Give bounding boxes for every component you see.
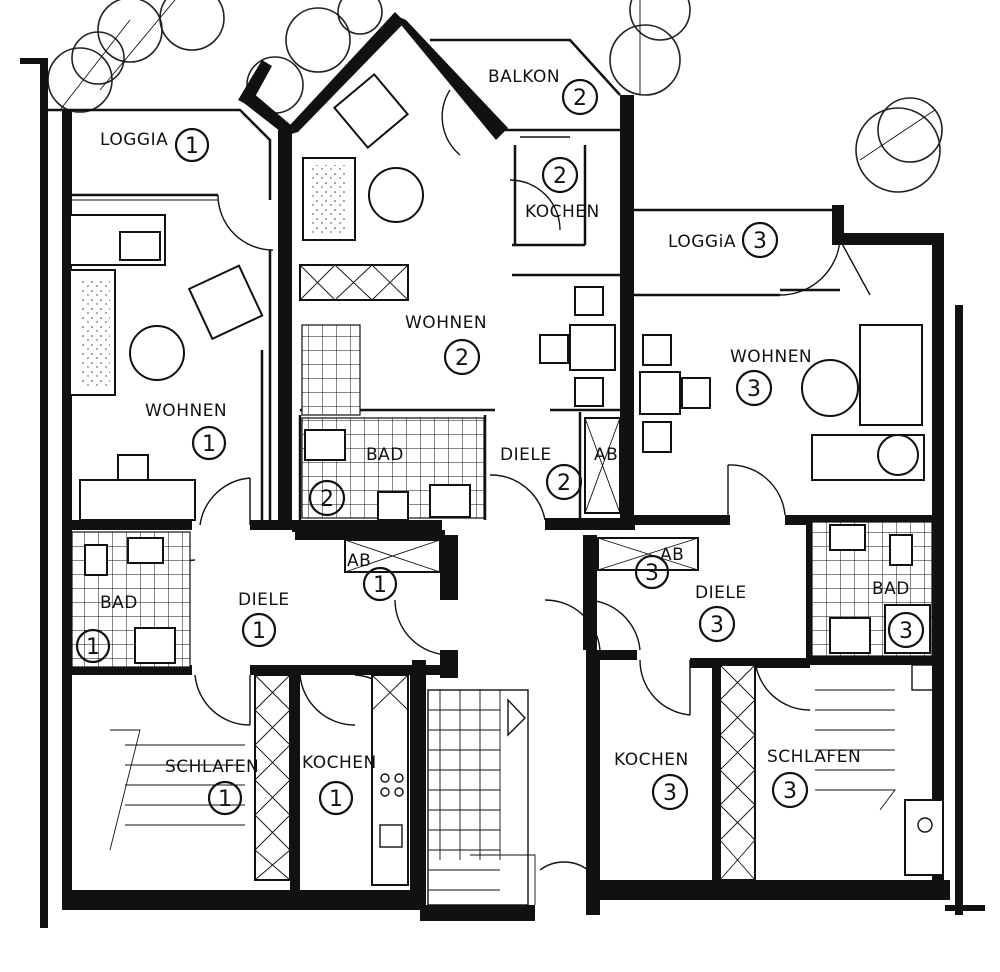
room-kochen-3: KOCHEN 3: [614, 750, 689, 811]
room-loggia-1: LOGGIA 1: [100, 127, 210, 163]
svg-text:DIELE: DIELE: [238, 590, 290, 610]
interior-lines: [48, 38, 871, 905]
room-diele-3: DIELE 3: [695, 583, 747, 643]
svg-text:2: 2: [553, 164, 567, 189]
svg-text:2: 2: [320, 487, 334, 512]
svg-text:AB: AB: [594, 445, 618, 465]
room-ab-2: AB: [594, 445, 618, 465]
svg-text:1: 1: [202, 432, 216, 457]
svg-text:BAD: BAD: [366, 445, 404, 465]
svg-text:1: 1: [329, 787, 343, 812]
room-diele-1: DIELE 1: [238, 590, 290, 648]
svg-text:3: 3: [753, 229, 767, 254]
svg-text:WOHNEN: WOHNEN: [730, 347, 812, 367]
room-schlafen-3: SCHLAFEN 3: [767, 747, 861, 809]
room-loggia-3: LOGGiA 3: [668, 221, 779, 259]
room-wohnen-1: WOHNEN 1: [145, 401, 227, 461]
svg-text:LOGGiA: LOGGiA: [668, 232, 736, 252]
svg-text:1: 1: [252, 619, 266, 644]
svg-text:3: 3: [783, 779, 797, 804]
svg-text:AB: AB: [660, 545, 684, 565]
svg-text:LOGGIA: LOGGIA: [100, 130, 168, 150]
room-labels: LOGGIA 1 WOHNEN 1 BAD 1 DIELE 1 SCHLAFEN…: [75, 67, 925, 816]
room-ab-1: AB 1: [347, 551, 398, 602]
svg-text:2: 2: [573, 86, 587, 111]
svg-text:SCHLAFEN: SCHLAFEN: [165, 757, 259, 777]
room-bad-2: BAD 2: [308, 445, 404, 517]
svg-text:BAD: BAD: [872, 579, 910, 599]
tiled-areas: [71, 324, 933, 668]
outer-walls: [20, 12, 985, 928]
svg-text:1: 1: [218, 787, 232, 812]
svg-text:BALKON: BALKON: [488, 67, 560, 87]
room-kochen-1: KOCHEN 1: [302, 753, 377, 816]
svg-text:KOCHEN: KOCHEN: [614, 750, 689, 770]
svg-text:3: 3: [645, 561, 659, 586]
svg-text:2: 2: [557, 471, 571, 496]
svg-text:3: 3: [747, 377, 761, 402]
room-kochen-2: 2 KOCHEN: [525, 156, 600, 222]
svg-text:WOHNEN: WOHNEN: [145, 401, 227, 421]
svg-text:AB: AB: [347, 551, 371, 571]
room-bad-3: BAD 3: [872, 579, 925, 649]
furniture: [69, 72, 944, 886]
svg-text:SCHLAFEN: SCHLAFEN: [767, 747, 861, 767]
room-ab-3: AB 3: [634, 545, 684, 590]
svg-text:DIELE: DIELE: [500, 445, 552, 465]
stairs: [427, 689, 536, 906]
room-schlafen-1: SCHLAFEN 1: [165, 757, 259, 816]
svg-text:1: 1: [86, 635, 100, 660]
svg-text:BAD: BAD: [100, 593, 138, 613]
svg-text:WOHNEN: WOHNEN: [405, 313, 487, 333]
svg-text:KOCHEN: KOCHEN: [525, 202, 600, 222]
room-wohnen-3: WOHNEN 3: [730, 347, 812, 407]
svg-text:3: 3: [710, 613, 724, 638]
room-bad-1: BAD 1: [75, 593, 138, 664]
room-wohnen-2: WOHNEN 2: [405, 313, 487, 376]
svg-text:1: 1: [185, 134, 199, 159]
svg-text:2: 2: [455, 346, 469, 371]
svg-text:3: 3: [899, 619, 913, 644]
svg-text:1: 1: [373, 573, 387, 598]
svg-text:KOCHEN: KOCHEN: [302, 753, 377, 773]
svg-text:DIELE: DIELE: [695, 583, 747, 603]
svg-text:3: 3: [663, 781, 677, 806]
room-balkon-2: BALKON 2: [488, 67, 599, 116]
room-diele-2: DIELE 2: [500, 445, 583, 501]
tree-symbols: [47, 0, 943, 193]
